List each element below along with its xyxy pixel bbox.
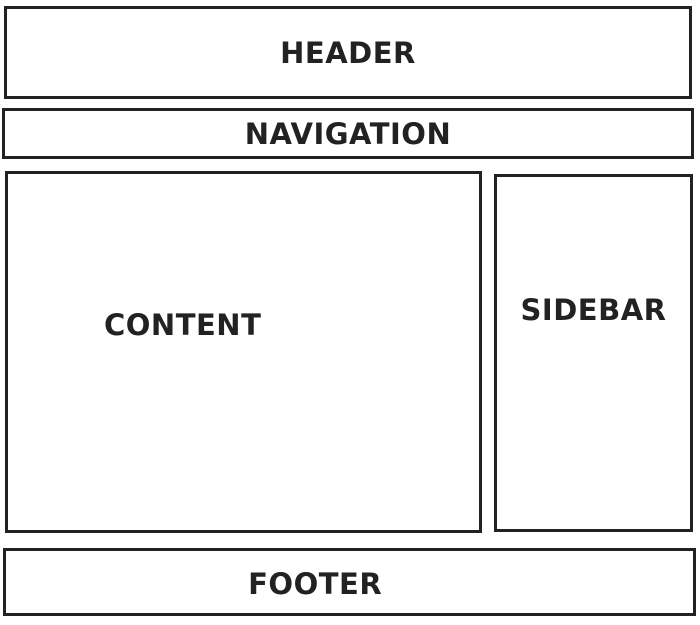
sidebar-label: SIDEBAR bbox=[520, 293, 667, 327]
header-label: HEADER bbox=[280, 36, 416, 70]
content-label: CONTENT bbox=[104, 308, 262, 342]
navigation-region: NAVIGATION bbox=[2, 108, 694, 159]
navigation-label: NAVIGATION bbox=[244, 117, 452, 151]
sidebar-region: SIDEBAR bbox=[494, 174, 693, 532]
footer-label: FOOTER bbox=[248, 567, 383, 601]
header-region: HEADER bbox=[4, 6, 692, 99]
footer-region: FOOTER bbox=[3, 548, 696, 616]
content-region: CONTENT bbox=[5, 171, 482, 533]
